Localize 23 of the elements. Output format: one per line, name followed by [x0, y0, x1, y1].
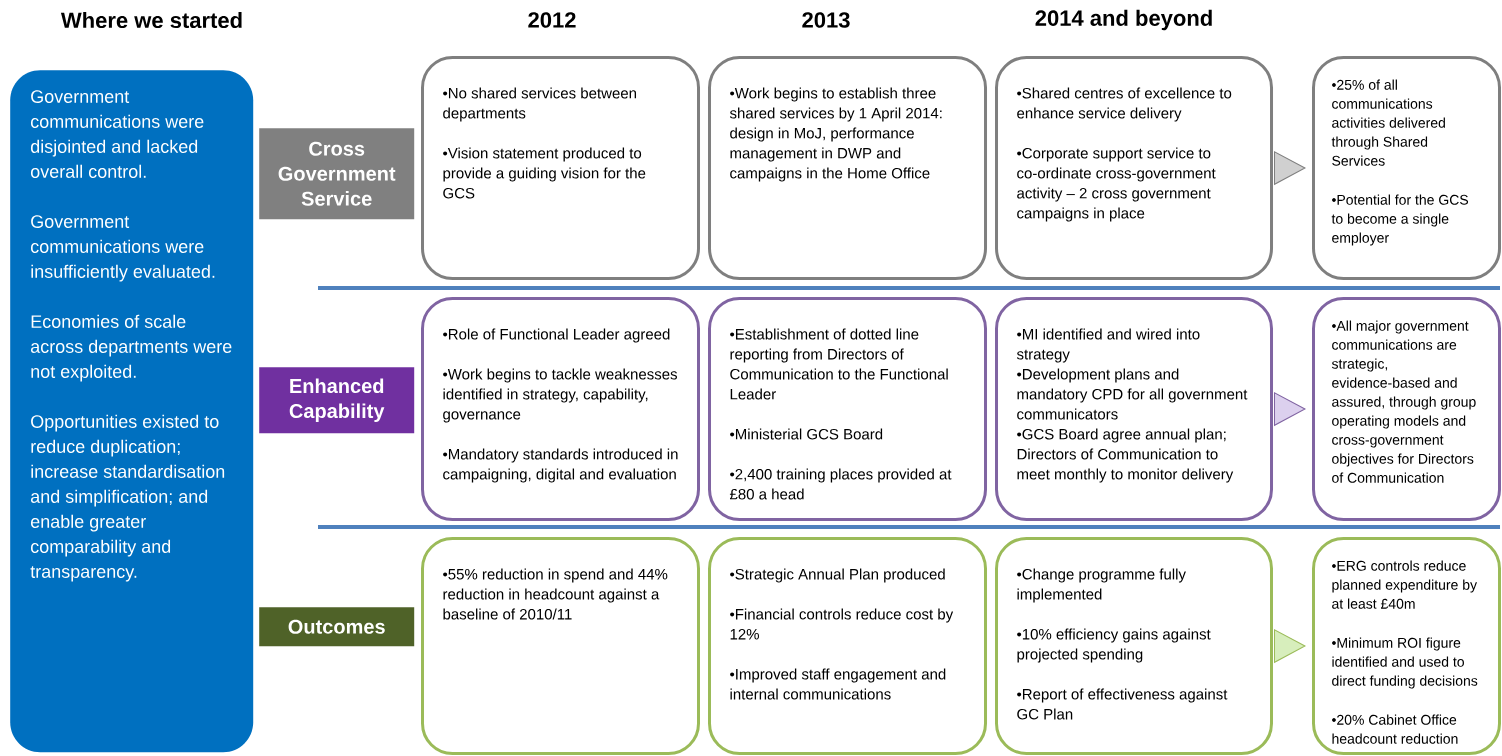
milestone-box: •25% of all communications activities delivered through Shared Services •Potential for the GCS to become a single employer	[1312, 56, 1501, 280]
milestone-box: •Change programme fully implemented •10% efficiency gains against projected spending •Report of effectiveness against GC Plan	[995, 537, 1273, 755]
chevron-arrow	[1274, 151, 1306, 185]
milestone-box: •55% reduction in spend and 44% reduction in headcount against a baseline of 2010/11	[421, 537, 700, 755]
milestone-box: •Strategic Annual Plan produced •Financial controls reduce cost by 12% •Improved staff engagement and internal communications	[708, 537, 987, 755]
row-label: Enhanced Capability	[259, 367, 415, 434]
row-label: Outcomes	[259, 607, 415, 647]
chevron-arrow	[1274, 629, 1306, 663]
row-label: Cross Government Service	[259, 128, 415, 220]
column-heading: Where we started	[60, 11, 242, 29]
column-heading: 2013	[802, 12, 850, 28]
summary-panel: Government communications were disjointed and lacked overall control. Government communications were insufficiently evaluated. Economies of scale across departments were not exploited. Opportunities existed to reduce duplication; increase standardisation and simplification; and enable greater comparability and transparency.	[10, 70, 254, 753]
milestone-box: •MI identified and wired into strategy •Development plans and mandatory CPD for all government communicators •GCS Board agree annual plan; Directors of Communication to meet monthly to monitor delivery	[995, 297, 1273, 521]
milestone-box: •Shared centres of excellence to enhance service delivery •Corporate support service to co-ordinate cross-government activity – 2 cross government campaigns in place	[995, 56, 1273, 280]
milestone-box: •Work begins to establish three shared services by 1 April 2014: design in MoJ, performance management in DWP and campaigns in the Home Office	[708, 56, 987, 280]
chevron-arrow	[1274, 392, 1306, 426]
milestone-box: •Establishment of dotted line reporting from Directors of Communication to the Functional Leader •Ministerial GCS Board •2,400 training places provided at £80 a head	[708, 297, 987, 521]
milestone-box: •All major government communications are strategic, evidence-based and assured, through group operating models and cross-government objectives for Directors of Communication	[1312, 297, 1501, 521]
column-heading: 2012	[528, 12, 576, 28]
milestone-box: •No shared services between departments •Vision statement produced to provide a guiding vision for the GCS	[421, 56, 700, 280]
milestone-box: •Role of Functional Leader agreed •Work begins to tackle weaknesses identified in strategy, capability, governance •Mandatory standards introduced in campaigning, digital and evaluation	[421, 297, 700, 521]
column-heading: 2014 and beyond	[1035, 9, 1212, 31]
milestone-box: •ERG controls reduce planned expenditure by at least £40m •Minimum ROI figure identified and used to direct funding decisions •20% Cabinet Office headcount reduction	[1312, 537, 1501, 755]
